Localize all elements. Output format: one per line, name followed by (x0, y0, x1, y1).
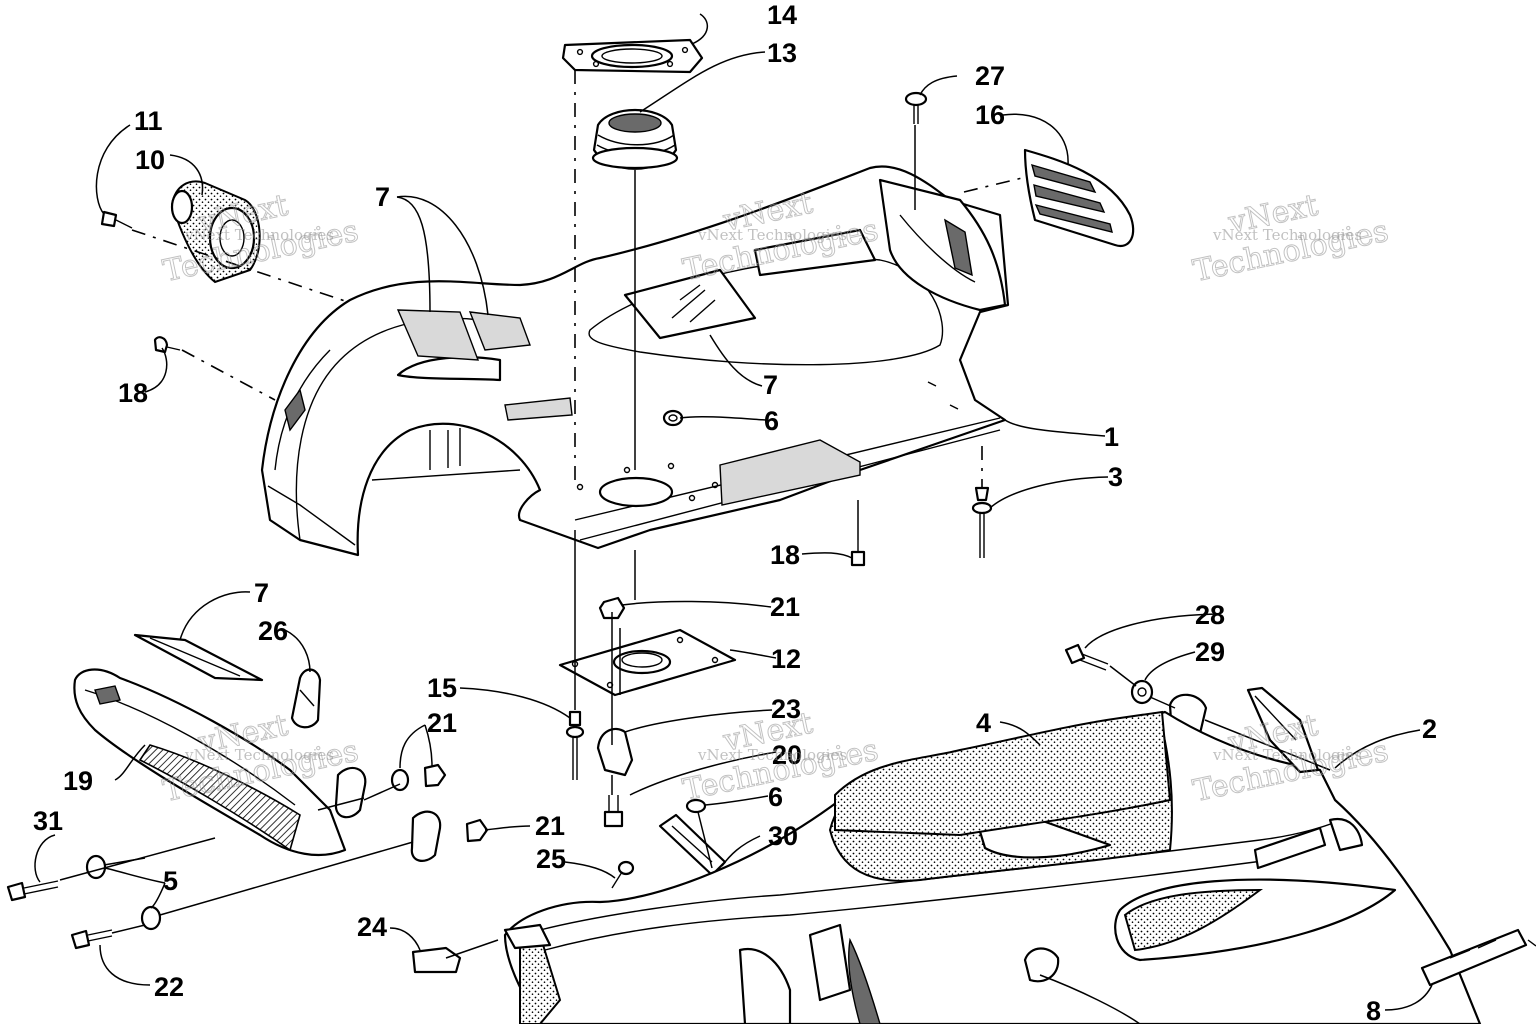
watermark-text-3: vNext Technologies (1212, 226, 1362, 244)
callout-22: 22 (154, 972, 184, 1002)
callout-28: 28 (1195, 600, 1225, 630)
callout-11: 11 (134, 106, 163, 136)
callout-21-left: 21 (427, 708, 457, 738)
callout-6-upper: 6 (764, 406, 779, 436)
part-4-seat-pad (834, 710, 1172, 837)
callout-4: 4 (976, 708, 991, 738)
watermark-text-6: vNext Technologies (1212, 746, 1362, 764)
rear-corner-piece (1246, 686, 1320, 774)
callout-7-decal: 7 (254, 578, 269, 608)
callout-21-center: 21 (770, 592, 800, 622)
part-24-clip (411, 946, 462, 974)
part-6-washer-upper (662, 409, 684, 427)
callout-29: 29 (1195, 637, 1225, 667)
part-15-rivet (565, 710, 585, 780)
part-6-washer-lower (685, 798, 707, 814)
watermark-text-2: vNext Technologies (697, 226, 847, 244)
callout-13: 13 (767, 38, 797, 68)
part-26-strap (290, 668, 322, 729)
leader-lines (34, 13, 1433, 1024)
callout-23: 23 (771, 694, 801, 724)
part-25-screw (611, 860, 635, 889)
callout-21-lower: 21 (535, 811, 565, 841)
callout-1: 1 (1104, 422, 1119, 452)
callout-12: 12 (771, 644, 801, 674)
callout-31: 31 (33, 806, 63, 836)
assembly-lines (59, 70, 1331, 959)
part-23-clip (596, 727, 634, 777)
callout-3: 3 (1108, 462, 1123, 492)
part-30-latch (658, 813, 727, 877)
callout-2: 2 (1422, 714, 1437, 744)
callout-19: 19 (63, 766, 93, 796)
part-10-ignition-housing (170, 180, 261, 284)
callout-20: 20 (772, 740, 802, 770)
part-8-reflector (1420, 928, 1536, 987)
callout-27: 27 (975, 61, 1005, 91)
callout-26: 26 (258, 616, 288, 646)
callout-18-lower: 18 (770, 540, 800, 570)
mounting-brackets (334, 766, 442, 862)
callout-labels: 1 2 3 4 5 6 6 7 7 7 8 10 11 12 13 14 15 … (33, 0, 1437, 1024)
part-12-bracket-plate (558, 628, 737, 697)
part-31-bolt (6, 880, 59, 902)
callout-8: 8 (1366, 996, 1381, 1024)
part-3-rivet (971, 486, 993, 558)
callout-7-center: 7 (763, 370, 778, 400)
part-5-washers (85, 854, 162, 931)
watermark-text-4: vNext Technologies (184, 746, 334, 764)
callout-18-upper: 18 (118, 378, 148, 408)
part-29-washer (1130, 679, 1154, 705)
part-18-screw-lower (850, 540, 866, 567)
part-21-nuts-left (390, 763, 489, 843)
part-18-screw-upper (153, 336, 181, 354)
watermark-text-5: vNext Technologies (697, 746, 847, 764)
part-2-lower-body (503, 710, 1482, 1024)
part-11-screw (100, 210, 133, 229)
part-7-decal-left (133, 633, 264, 682)
callout-24: 24 (357, 912, 387, 942)
side-duct (878, 178, 1007, 312)
callout-15: 15 (427, 673, 457, 703)
callout-14: 14 (767, 0, 797, 30)
callout-6-lower: 6 (768, 782, 783, 812)
watermark-text-1: vNext Technologies (184, 226, 334, 244)
part-21-nut-center (598, 596, 626, 620)
part-14-gasket (561, 38, 704, 74)
fender-arch (267, 349, 356, 546)
callout-25: 25 (536, 844, 566, 874)
part-22-bolt (70, 929, 113, 950)
part-19-front-bumper (73, 668, 347, 857)
part-20-bolt (603, 795, 624, 828)
part-16-grille (1023, 148, 1135, 248)
callout-16: 16 (975, 100, 1005, 130)
callout-7-left: 7 (375, 182, 390, 212)
callout-30: 30 (768, 821, 798, 851)
part-27-screw (904, 91, 928, 124)
callout-10: 10 (135, 145, 165, 175)
part-13-boot (591, 108, 679, 170)
callout-5: 5 (163, 866, 178, 896)
part-28-bolt (1064, 643, 1109, 671)
